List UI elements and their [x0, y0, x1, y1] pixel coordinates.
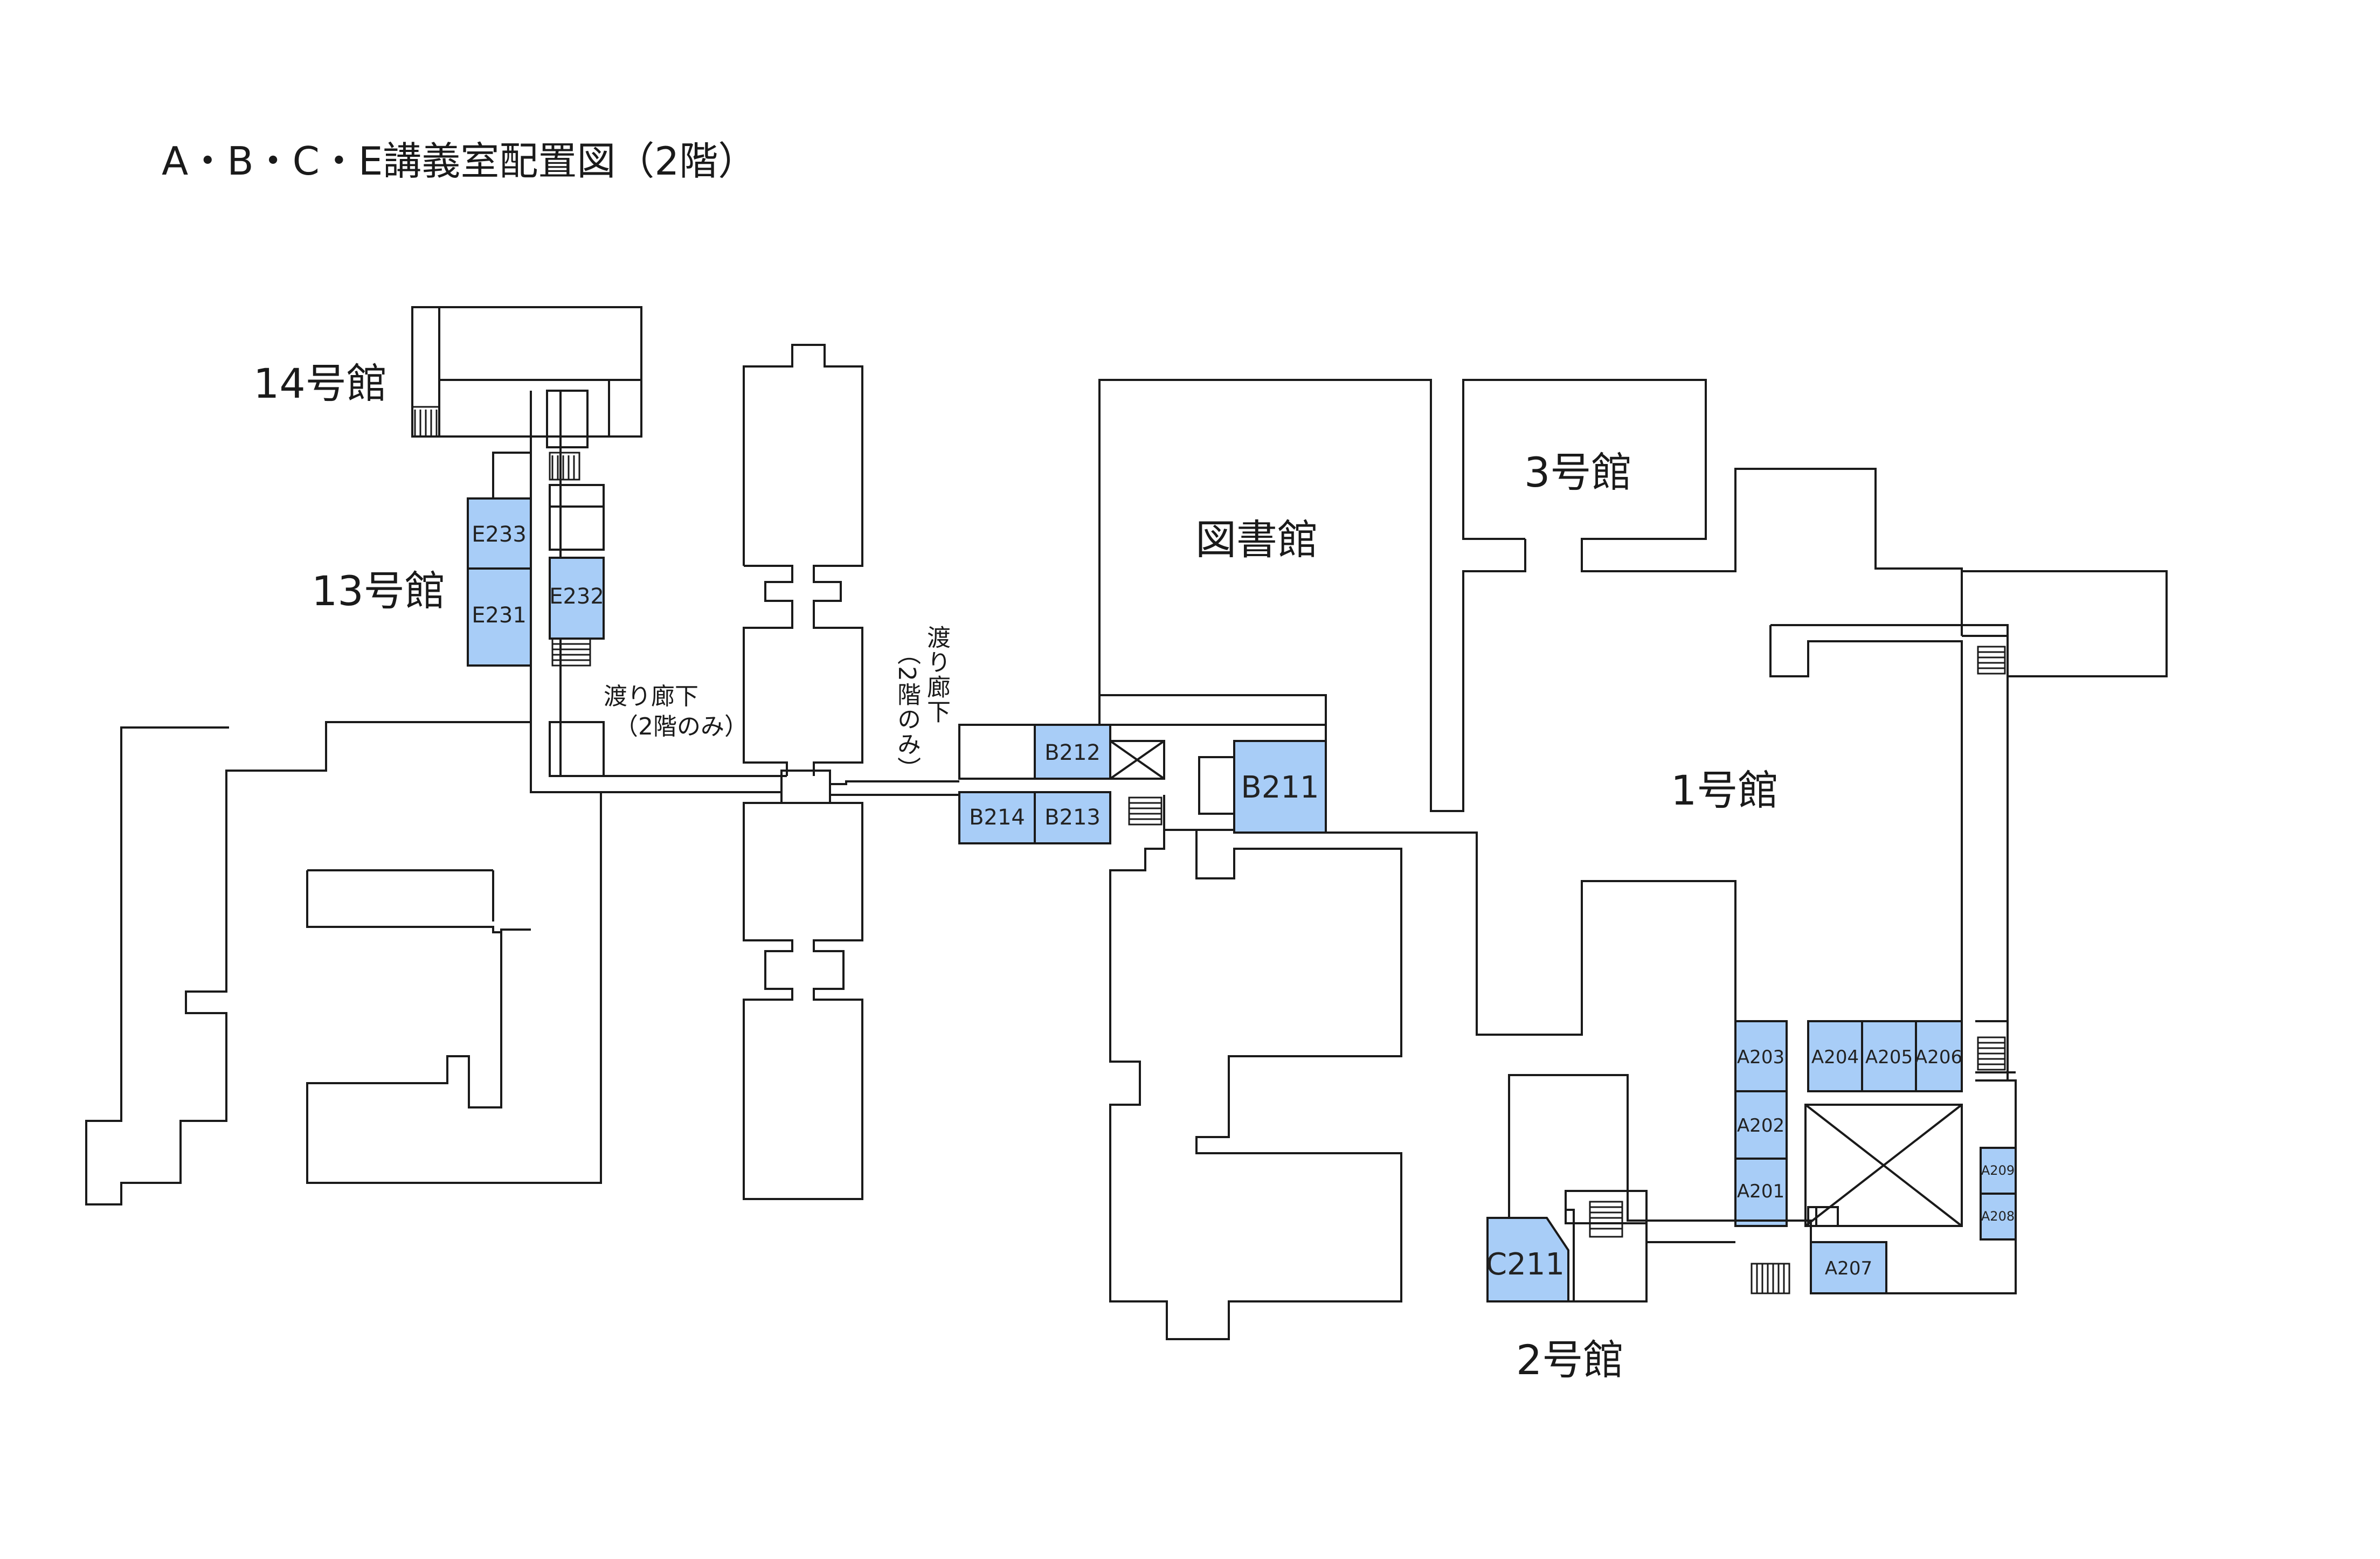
- label-building-1: 1号館: [1671, 766, 1779, 814]
- corridor-label-left: 渡り廊下 （2階のみ）: [604, 682, 748, 742]
- room-a209[interactable]: A209: [1980, 1147, 2017, 1195]
- svg-text:E233: E233: [472, 522, 527, 547]
- room-a203[interactable]: A203: [1734, 1020, 1788, 1092]
- svg-text:A207: A207: [1825, 1258, 1872, 1279]
- label-building-3: 3号館: [1524, 448, 1632, 496]
- room-e233[interactable]: E233: [467, 497, 532, 570]
- stairs-icon: [549, 452, 591, 667]
- svg-text:E231: E231: [472, 603, 527, 628]
- page-title: A・B・C・E講義室配置図（2階）: [162, 138, 757, 184]
- room-b214[interactable]: B214: [958, 791, 1036, 844]
- label-library: 図書館: [1195, 516, 1318, 564]
- building-lower-mid: [1109, 830, 1736, 1340]
- svg-text:A204: A204: [1811, 1047, 1859, 1068]
- room-a202[interactable]: A202: [1734, 1090, 1788, 1160]
- room-a208[interactable]: A208: [1980, 1193, 2017, 1241]
- building-2: [1508, 1074, 1811, 1302]
- corridor-label-left-line1: 渡り廊下: [604, 683, 698, 710]
- room-c211[interactable]: C211: [1486, 1217, 1569, 1302]
- corridor-label-right-col1: 渡り廊下: [923, 625, 950, 724]
- building-3: [1462, 379, 1963, 636]
- building-library: [1098, 379, 1526, 812]
- room-b213[interactable]: B213: [1034, 791, 1111, 844]
- room-b211[interactable]: B211: [1233, 740, 1327, 834]
- room-b212[interactable]: B212: [1034, 724, 1111, 780]
- svg-text:B214: B214: [969, 805, 1025, 830]
- stairs-icon: [1751, 646, 2006, 1294]
- svg-text:B213: B213: [1044, 805, 1101, 830]
- room-a206[interactable]: A206: [1915, 1020, 1963, 1092]
- svg-text:A208: A208: [1981, 1209, 2015, 1224]
- svg-text:A201: A201: [1737, 1181, 1784, 1202]
- room-e232[interactable]: E232: [549, 557, 605, 640]
- corridor-label-left-line2: （2階のみ）: [614, 713, 748, 740]
- building-1: [1734, 570, 2168, 1294]
- svg-text:C211: C211: [1486, 1247, 1565, 1282]
- stairs-icon: [1128, 796, 1163, 826]
- room-a204[interactable]: A204: [1807, 1020, 1863, 1092]
- label-building-2: 2号館: [1516, 1336, 1624, 1384]
- room-e231[interactable]: E231: [467, 567, 532, 667]
- building-left: [85, 721, 602, 1205]
- svg-text:B212: B212: [1044, 740, 1101, 765]
- room-a207[interactable]: A207: [1810, 1241, 1887, 1294]
- label-building-14: 14号館: [253, 359, 388, 407]
- svg-text:E232: E232: [549, 584, 604, 609]
- label-building-13: 13号館: [312, 567, 446, 615]
- corridor-label-right-col2: （2階のみ）: [893, 641, 921, 781]
- room-a205[interactable]: A205: [1861, 1020, 1917, 1092]
- stairs-icon: [1589, 1201, 1623, 1238]
- svg-text:A206: A206: [1915, 1047, 1962, 1068]
- svg-text:B211: B211: [1241, 770, 1319, 805]
- svg-text:A203: A203: [1737, 1047, 1784, 1068]
- building-14: [411, 306, 642, 438]
- room-a201[interactable]: A201: [1734, 1158, 1788, 1227]
- svg-text:A202: A202: [1737, 1115, 1784, 1137]
- building-center: [743, 344, 959, 1200]
- svg-text:A205: A205: [1865, 1047, 1913, 1068]
- stairs-icon: [411, 406, 440, 438]
- svg-text:A209: A209: [1981, 1163, 2015, 1178]
